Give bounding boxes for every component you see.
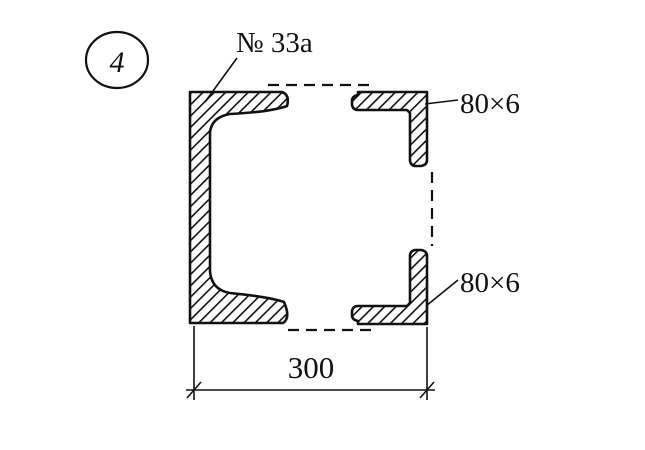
angle-top-label: 80×6	[460, 88, 520, 120]
channel-label: № 33a	[236, 27, 313, 59]
figure-number: 4	[110, 46, 125, 79]
figure-number-circle	[84, 30, 150, 90]
figure-number-badge: 4	[84, 30, 150, 90]
angle-top-section	[350, 90, 429, 168]
lacing-dashed-outline	[268, 83, 434, 332]
width-dimension	[186, 326, 435, 400]
angle-bottom-leader-line	[425, 279, 459, 307]
angle-bottom-label: 80×6	[460, 267, 520, 299]
dimension-tick-right	[419, 381, 435, 399]
channel-section	[188, 90, 290, 325]
channel-leader-line	[204, 57, 238, 103]
width-dimension-label: 300	[288, 350, 335, 385]
dimension-tick-left	[186, 381, 202, 399]
angle-bottom-section	[350, 248, 429, 326]
angle-top-leader-line	[424, 99, 459, 105]
leader-lines	[204, 57, 459, 307]
